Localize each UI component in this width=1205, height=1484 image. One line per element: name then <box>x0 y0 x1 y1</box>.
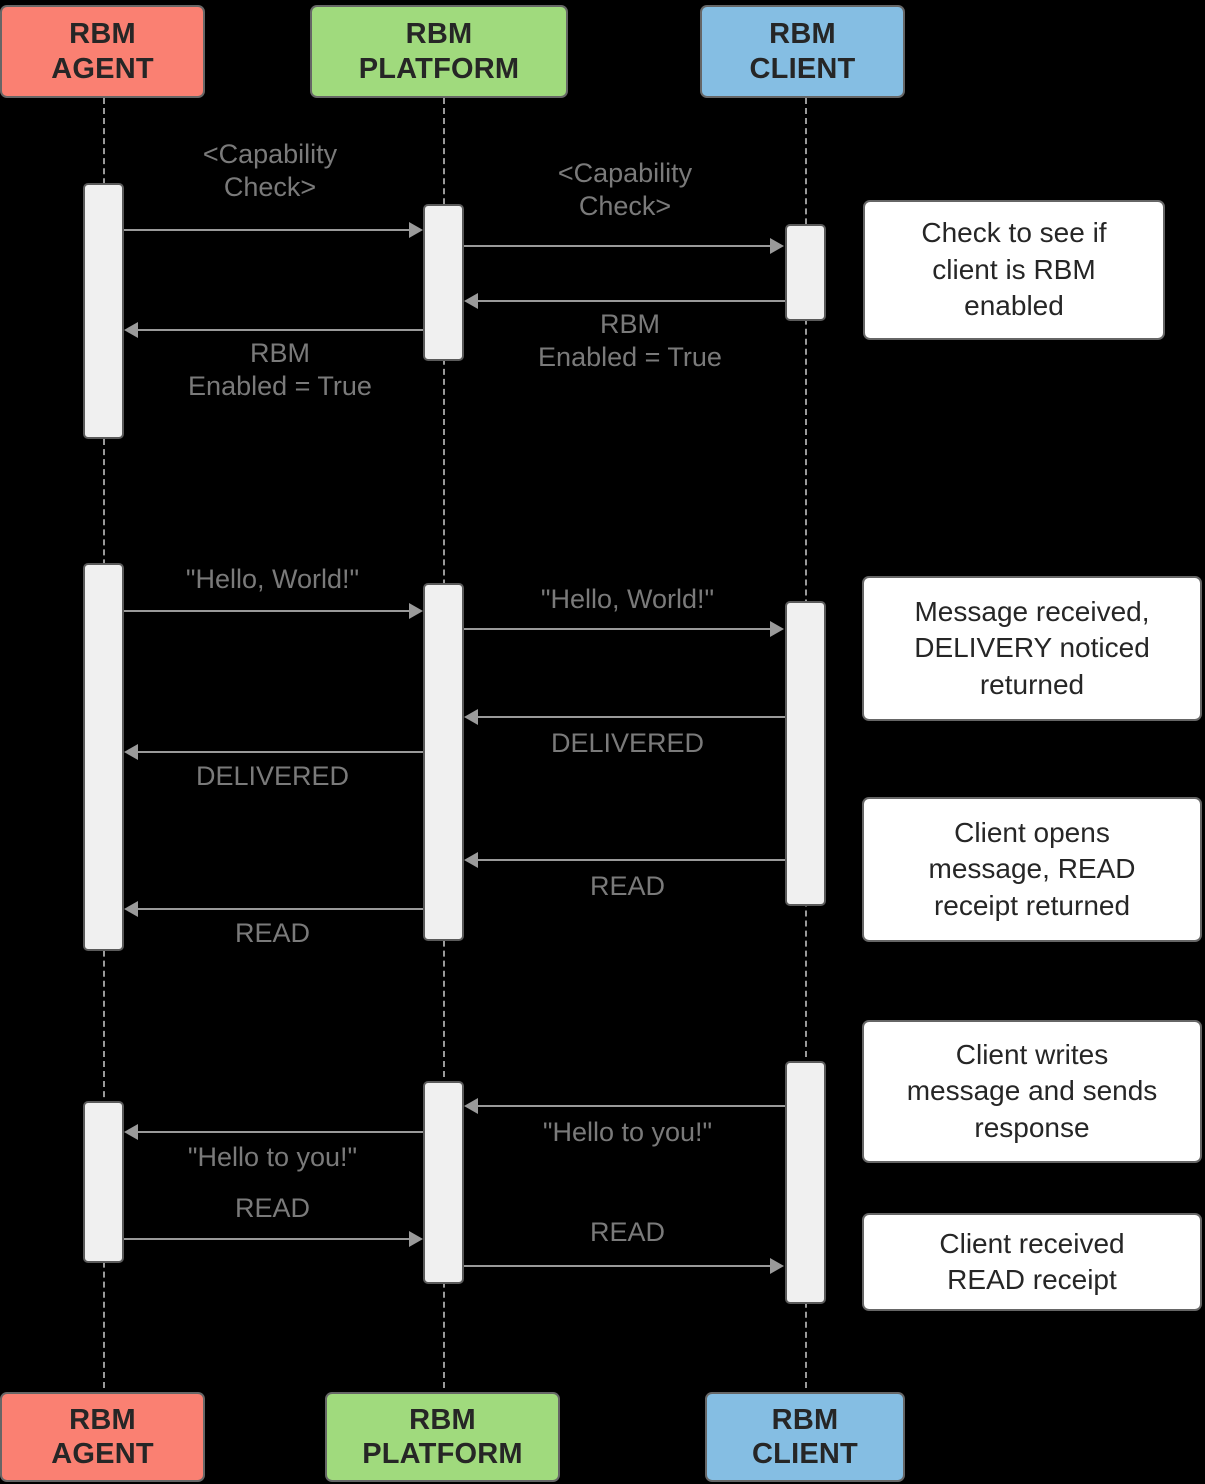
activation-platform-2 <box>423 583 464 941</box>
participant-header-agent-line1: RBM <box>69 18 136 51</box>
participant-footer-client[interactable]: RBM CLIENT <box>705 1392 905 1482</box>
note-client-writes-response: Client writes message and sends response <box>862 1020 1202 1163</box>
arrow-head-m2 <box>770 238 784 254</box>
activation-agent-1 <box>83 183 124 439</box>
participant-header-platform-line1: RBM <box>405 18 473 51</box>
arrow-head-m7 <box>464 709 478 725</box>
activation-client-2 <box>785 601 826 906</box>
message-line-m5 <box>124 610 411 612</box>
arrow-head-m8 <box>124 744 138 760</box>
participant-footer-client-line2: CLIENT <box>752 1438 858 1470</box>
participant-footer-agent-line1: RBM <box>69 1403 136 1436</box>
message-label-m5: "Hello, World!" <box>185 564 360 594</box>
arrow-head-m6 <box>770 621 784 637</box>
message-line-m1 <box>124 229 411 231</box>
arrow-head-m13 <box>409 1231 423 1247</box>
arrow-head-m3 <box>464 293 478 309</box>
message-label-m8: DELIVERED <box>195 761 350 791</box>
activation-client-3 <box>785 1061 826 1304</box>
message-line-m2 <box>464 245 771 247</box>
note-message-received-delivery: Message received, DELIVERY noticed retur… <box>862 576 1202 721</box>
note-client-received-read-receipt: Client received READ receipt <box>862 1213 1202 1311</box>
activation-agent-2 <box>83 563 124 951</box>
message-label-m1: <Capability Check> <box>202 139 338 202</box>
message-line-m6 <box>464 628 771 630</box>
arrow-head-m9 <box>464 852 478 868</box>
message-line-m14 <box>464 1265 771 1267</box>
activation-client-1 <box>785 224 826 321</box>
arrow-head-m11 <box>464 1098 478 1114</box>
note-check-rbm-enabled: Check to see if client is RBM enabled <box>863 200 1165 340</box>
participant-footer-platform[interactable]: RBM PLATFORM <box>325 1392 560 1482</box>
arrow-head-m10 <box>124 901 138 917</box>
message-label-m10: READ <box>234 918 310 948</box>
message-line-m8 <box>138 751 423 753</box>
note-client-opens-message-read: Client opens message, READ receipt retur… <box>862 797 1202 942</box>
activation-platform-3 <box>423 1081 464 1284</box>
activation-agent-3 <box>83 1101 124 1263</box>
participant-header-platform-line2: PLATFORM <box>358 52 520 85</box>
message-line-m9 <box>478 859 785 861</box>
arrow-head-m5 <box>409 603 423 619</box>
message-label-m11: "Hello to you!" <box>542 1117 713 1147</box>
message-line-m10 <box>138 908 423 910</box>
participant-footer-client-line1: RBM <box>771 1403 839 1436</box>
message-line-m13 <box>124 1238 411 1240</box>
arrow-head-m14 <box>770 1258 784 1274</box>
message-label-m4: RBM Enabled = True <box>188 338 372 401</box>
message-label-m6: "Hello, World!" <box>540 584 715 614</box>
message-label-m3: RBM Enabled = True <box>538 309 722 372</box>
message-label-m2: <Capability Check> <box>557 158 693 221</box>
message-label-m9: READ <box>589 871 665 901</box>
arrow-head-m1 <box>409 222 423 238</box>
arrow-head-m12 <box>124 1124 138 1140</box>
participant-header-client-line1: RBM <box>769 18 836 51</box>
participant-header-agent[interactable]: RBM AGENT <box>0 5 205 98</box>
participant-footer-platform-line1: RBM <box>409 1403 476 1436</box>
activation-platform-1 <box>423 204 464 361</box>
participant-header-client-line2: CLIENT <box>749 52 856 85</box>
participant-footer-platform-line2: PLATFORM <box>362 1438 523 1470</box>
message-label-m7: DELIVERED <box>550 728 705 758</box>
arrow-head-m4 <box>124 322 138 338</box>
message-line-m11 <box>478 1105 785 1107</box>
message-line-m7 <box>478 716 785 718</box>
message-line-m4 <box>138 329 423 331</box>
participant-header-platform[interactable]: RBM PLATFORM <box>310 5 568 98</box>
participant-footer-agent-line2: AGENT <box>51 1438 154 1470</box>
message-label-m13: READ <box>234 1193 310 1223</box>
participant-footer-agent[interactable]: RBM AGENT <box>0 1392 205 1482</box>
participant-header-client[interactable]: RBM CLIENT <box>700 5 905 98</box>
message-label-m12: "Hello to you!" <box>187 1142 358 1172</box>
message-line-m12 <box>138 1131 423 1133</box>
participant-header-agent-line2: AGENT <box>51 52 154 85</box>
message-line-m3 <box>478 300 785 302</box>
message-label-m14: READ <box>589 1217 665 1247</box>
